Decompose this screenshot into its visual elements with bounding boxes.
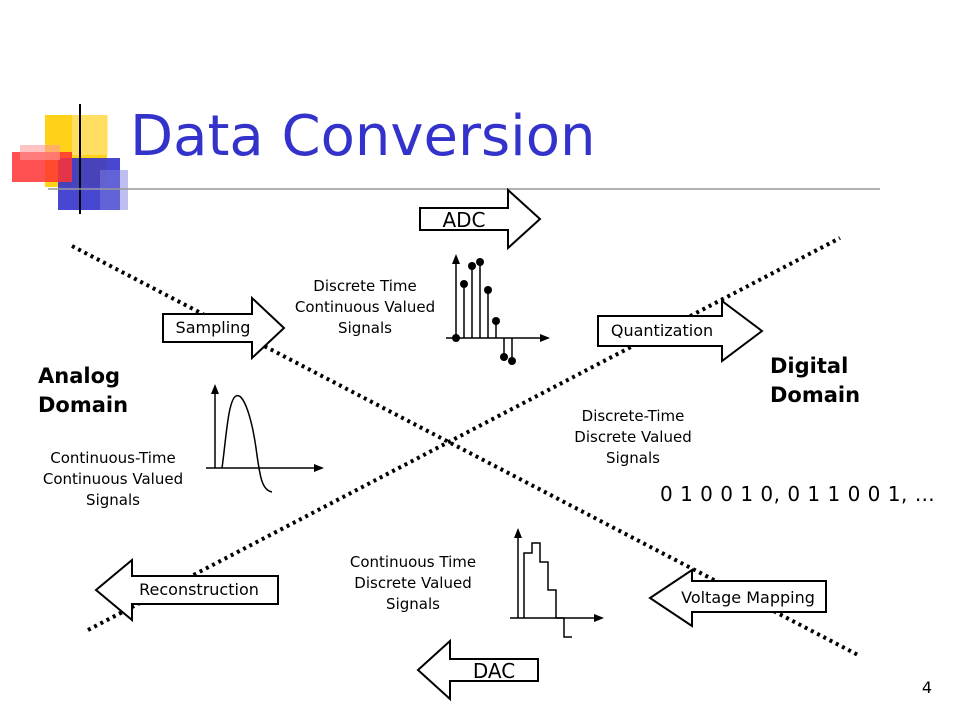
slide-title: Data Conversion	[130, 104, 596, 169]
caption-discrete-time-continuous: Discrete Time Continuous Valued Signals	[284, 276, 446, 339]
reconstruction-label: Reconstruction	[139, 580, 259, 599]
sampled-signal-plot	[446, 254, 550, 365]
analog-domain-line-2: Domain	[38, 393, 129, 417]
adc-arrow	[419, 187, 542, 251]
caption-line: Continuous-Time	[50, 449, 176, 467]
reconstruction-arrow	[94, 557, 279, 623]
digital-domain-line-1: Digital	[770, 354, 849, 378]
dac-arrow	[416, 638, 539, 702]
caption-line: Discrete Time	[313, 277, 417, 295]
quantization-label: Quantization	[610, 321, 714, 340]
caption-discrete-time-discrete: Discrete-Time Discrete Valued Signals	[560, 406, 706, 469]
analog-domain-label: Analog Domain	[38, 362, 128, 420]
caption-line: Continuous Valued	[294, 298, 436, 316]
caption-line: Discrete Valued	[574, 428, 692, 446]
caption-line: Signals	[386, 595, 440, 613]
logo-decoration	[12, 104, 880, 214]
adc-label: ADC	[442, 208, 486, 232]
quantization-arrow	[597, 299, 764, 363]
digital-domain-line-2: Domain	[770, 383, 861, 407]
caption-line: Continuous Valued	[42, 470, 184, 488]
bit-stream: 0 1 0 0 1 0, 0 1 1 0 0 1, …	[660, 482, 936, 506]
analog-domain-line-1: Analog	[38, 364, 121, 388]
caption-continuous-time-continuous: Continuous-Time Continuous Valued Signal…	[30, 448, 196, 511]
caption-line: Signals	[86, 491, 140, 509]
page-number: 4	[921, 678, 932, 697]
caption-line: Signals	[338, 319, 392, 337]
divider-line-up	[87, 236, 841, 632]
voltage-mapping-label: Voltage Mapping	[681, 588, 815, 607]
continuous-signal-plot	[206, 384, 324, 493]
caption-line: Continuous Time	[349, 553, 477, 571]
caption-continuous-time-discrete: Continuous Time Discrete Valued Signals	[336, 552, 490, 615]
sampling-label: Sampling	[175, 318, 251, 337]
staircase-signal-plot	[510, 528, 604, 638]
dac-label: DAC	[472, 659, 516, 683]
caption-line: Discrete Valued	[354, 574, 472, 592]
digital-domain-label: Digital Domain	[770, 352, 860, 410]
sampling-arrow	[162, 295, 286, 361]
caption-line: Signals	[606, 449, 660, 467]
caption-line: Discrete-Time	[581, 407, 685, 425]
voltage-mapping-arrow	[648, 568, 827, 628]
